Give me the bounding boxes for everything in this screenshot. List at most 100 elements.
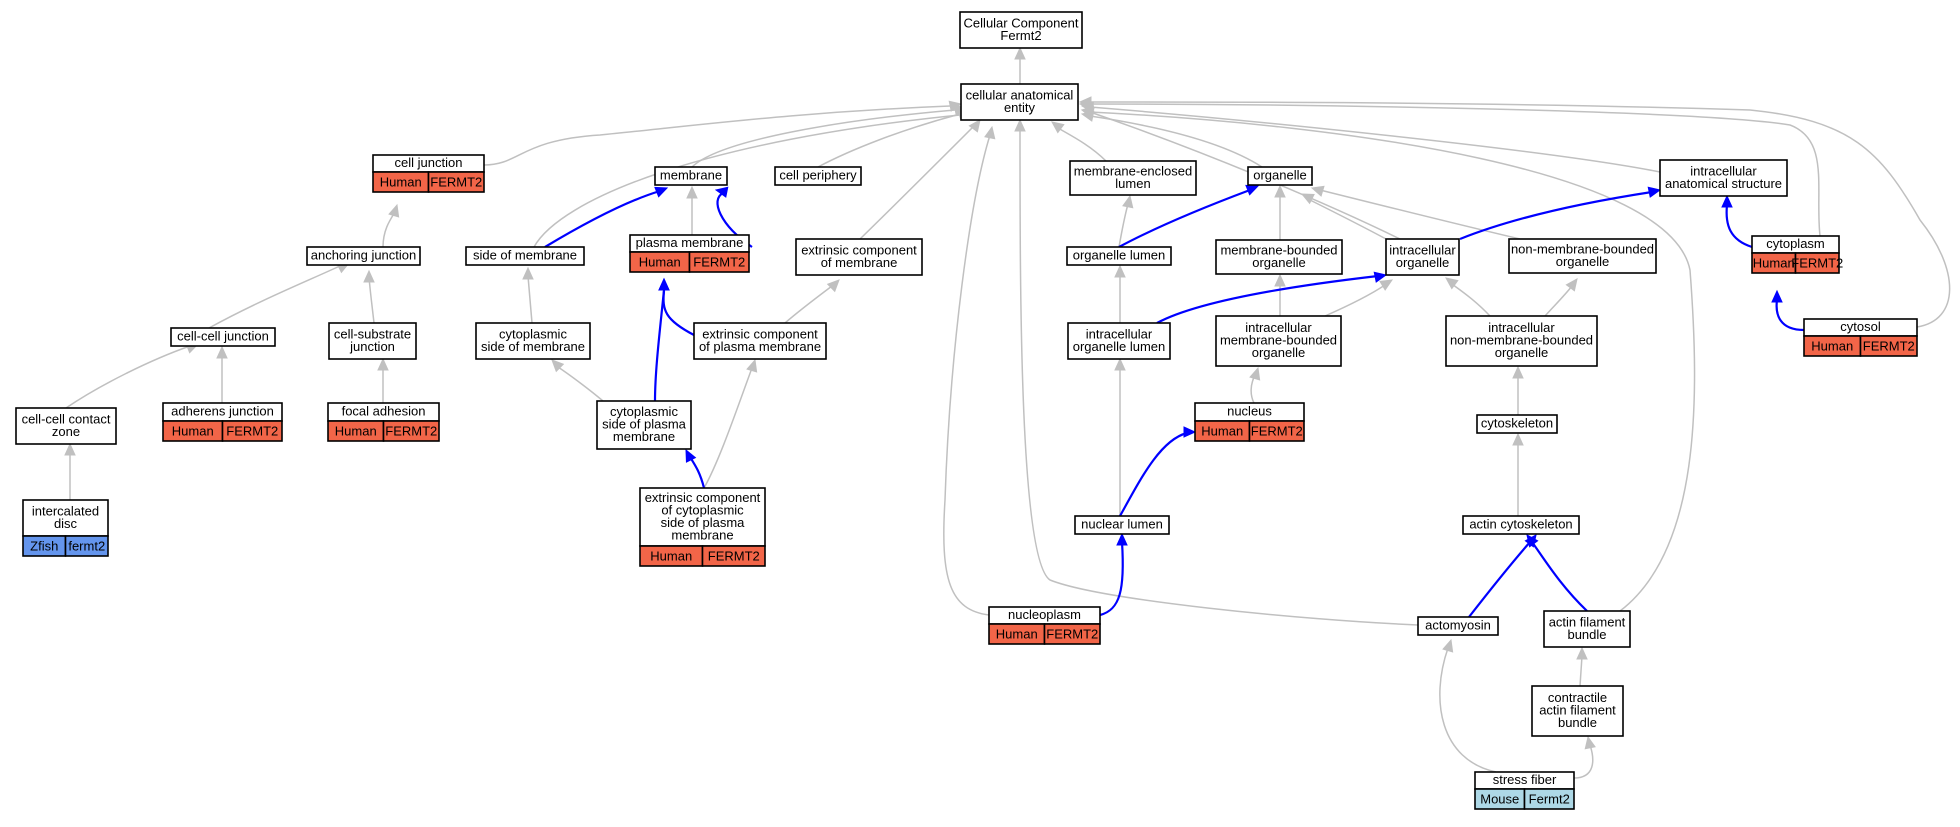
edge-arrowhead	[1373, 271, 1388, 283]
edge	[1080, 105, 1696, 612]
node-label: organelle	[1495, 345, 1549, 360]
edge-arrowhead	[1512, 432, 1524, 446]
node-box	[1462, 515, 1580, 535]
gene-label: fermt2	[68, 539, 105, 554]
edge	[1468, 534, 1537, 618]
node-label: organelle	[1396, 255, 1450, 270]
edge-line	[1119, 431, 1188, 517]
edge-arrowhead	[1116, 532, 1128, 546]
node-label: cell-substrate	[334, 326, 411, 341]
node-label: cytoplasm	[1766, 236, 1825, 251]
edge	[522, 266, 534, 324]
node-box	[1508, 238, 1657, 274]
edge-arrowhead	[1310, 185, 1325, 197]
edge-line	[533, 113, 971, 248]
edge-arrowhead	[1078, 96, 1092, 108]
edge	[1310, 185, 1521, 240]
node-box	[1067, 322, 1171, 360]
node-ic-nmb-organelle[interactable]: intracellularnon-membrane-boundedorganel…	[1445, 315, 1598, 367]
edge-line	[544, 189, 661, 248]
node-label: organelle	[1252, 255, 1306, 270]
edge	[1274, 273, 1286, 316]
edge	[1114, 264, 1126, 323]
edge-arrowhead	[1771, 289, 1783, 303]
node-label: cellular anatomical	[966, 87, 1074, 102]
node-label: membrane	[613, 429, 675, 444]
edge	[1300, 193, 1387, 240]
node-actomyosin[interactable]: actomyosin	[1417, 616, 1499, 636]
node-box	[475, 322, 591, 360]
node-organelle[interactable]: organelle	[1247, 166, 1313, 186]
edge	[943, 125, 996, 616]
edge-arrowhead	[216, 345, 228, 359]
node-box	[1215, 315, 1342, 367]
node-label: organelle	[1252, 345, 1306, 360]
node-cell-cell-junction[interactable]: cell-cell junction	[170, 327, 276, 347]
edge	[1114, 357, 1126, 516]
node-organelle-lumen[interactable]: organelle lumen	[1066, 246, 1172, 266]
edge	[544, 186, 669, 248]
node-actin-cytoskeleton[interactable]: actin cytoskeleton	[1462, 515, 1580, 535]
gene-cell	[382, 420, 440, 442]
node-label: cell-cell junction	[177, 329, 269, 344]
node-cytoskeleton[interactable]: cytoskeleton	[1476, 414, 1558, 434]
edge-line	[1319, 189, 1521, 240]
node-nuclear-lumen[interactable]: nuclear lumen	[1074, 515, 1170, 535]
node-label: disc	[54, 516, 78, 531]
edge	[551, 359, 604, 402]
edge-line	[691, 109, 956, 168]
gene-cell	[221, 420, 283, 442]
edge	[216, 345, 228, 403]
node-side-of-membrane[interactable]: side of membrane	[465, 246, 585, 266]
edge-arrowhead	[1584, 735, 1596, 750]
edge-line	[1459, 190, 1653, 241]
node-cell-periphery[interactable]: cell periphery	[774, 166, 862, 186]
node-label: lumen	[1115, 176, 1150, 191]
edge	[1274, 184, 1286, 240]
edge-line	[1089, 106, 1661, 173]
gene-label: FERMT2	[385, 424, 437, 439]
edge-arrowhead	[1245, 184, 1260, 196]
species-label: Human	[335, 424, 377, 439]
gene-cell	[688, 251, 750, 273]
node-membrane[interactable]: membrane	[654, 166, 728, 186]
edge	[686, 185, 698, 235]
edge-line	[208, 264, 343, 329]
node-anchoring-junction[interactable]: anchoring junction	[306, 246, 421, 266]
node-label: organelle	[1556, 254, 1610, 269]
edge-arrowhead	[1442, 638, 1454, 653]
edge-line	[1118, 203, 1129, 248]
edge-line	[1087, 103, 1821, 237]
edge-arrowhead	[1721, 194, 1733, 208]
edge	[685, 448, 706, 489]
